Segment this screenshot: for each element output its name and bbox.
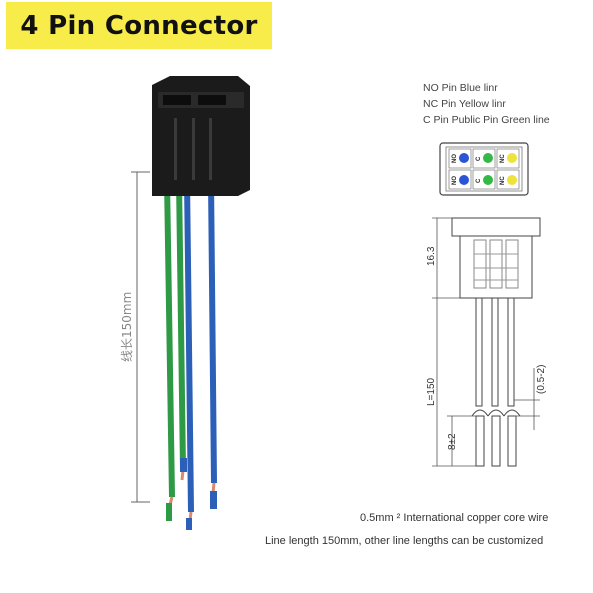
pin-nc-bottom xyxy=(507,175,517,185)
dim-gauge: (0.5-2) xyxy=(536,365,547,394)
dim-height: 16.3 xyxy=(426,246,437,266)
pin-c-bottom xyxy=(483,175,493,185)
pin-legend: NO Pin Blue linr NC Pin Yellow linr C Pi… xyxy=(423,80,550,128)
svg-text:NC: NC xyxy=(500,176,506,185)
wire-blue-center xyxy=(184,179,194,530)
legend-no: NO Pin Blue linr xyxy=(423,82,498,94)
title-banner: 4 Pin Connector xyxy=(6,2,272,49)
svg-text:NO: NO xyxy=(452,176,458,185)
dim-line-length: L=150 xyxy=(426,377,437,406)
pin-no-top xyxy=(459,153,469,163)
page-title: 4 Pin Connector xyxy=(20,10,258,41)
dimension-lines xyxy=(432,217,540,467)
pin-no-bottom xyxy=(459,175,469,185)
customize-note: Line length 150mm, other line lengths ca… xyxy=(265,535,544,547)
svg-text:NO: NO xyxy=(452,154,458,163)
dim-strip: 8±2 xyxy=(447,433,458,450)
legend-c: C Pin Public Pin Green line xyxy=(423,114,550,126)
wire-green-left xyxy=(164,179,175,521)
wire-blue-right xyxy=(208,179,217,509)
svg-text:C: C xyxy=(476,156,482,161)
connector-housing xyxy=(152,76,250,196)
pin-c-top xyxy=(483,153,493,163)
copper-note: 0.5mm ² International copper core wire xyxy=(360,512,549,524)
side-view xyxy=(451,217,541,467)
svg-text:C: C xyxy=(476,178,482,183)
legend-nc: NC Pin Yellow linr xyxy=(423,98,506,110)
length-label: 线长150mm xyxy=(120,292,134,362)
pin-face-diagram: NO C NC NO C NC xyxy=(439,142,529,196)
svg-text:NC: NC xyxy=(500,154,506,163)
pin-nc-top xyxy=(507,153,517,163)
